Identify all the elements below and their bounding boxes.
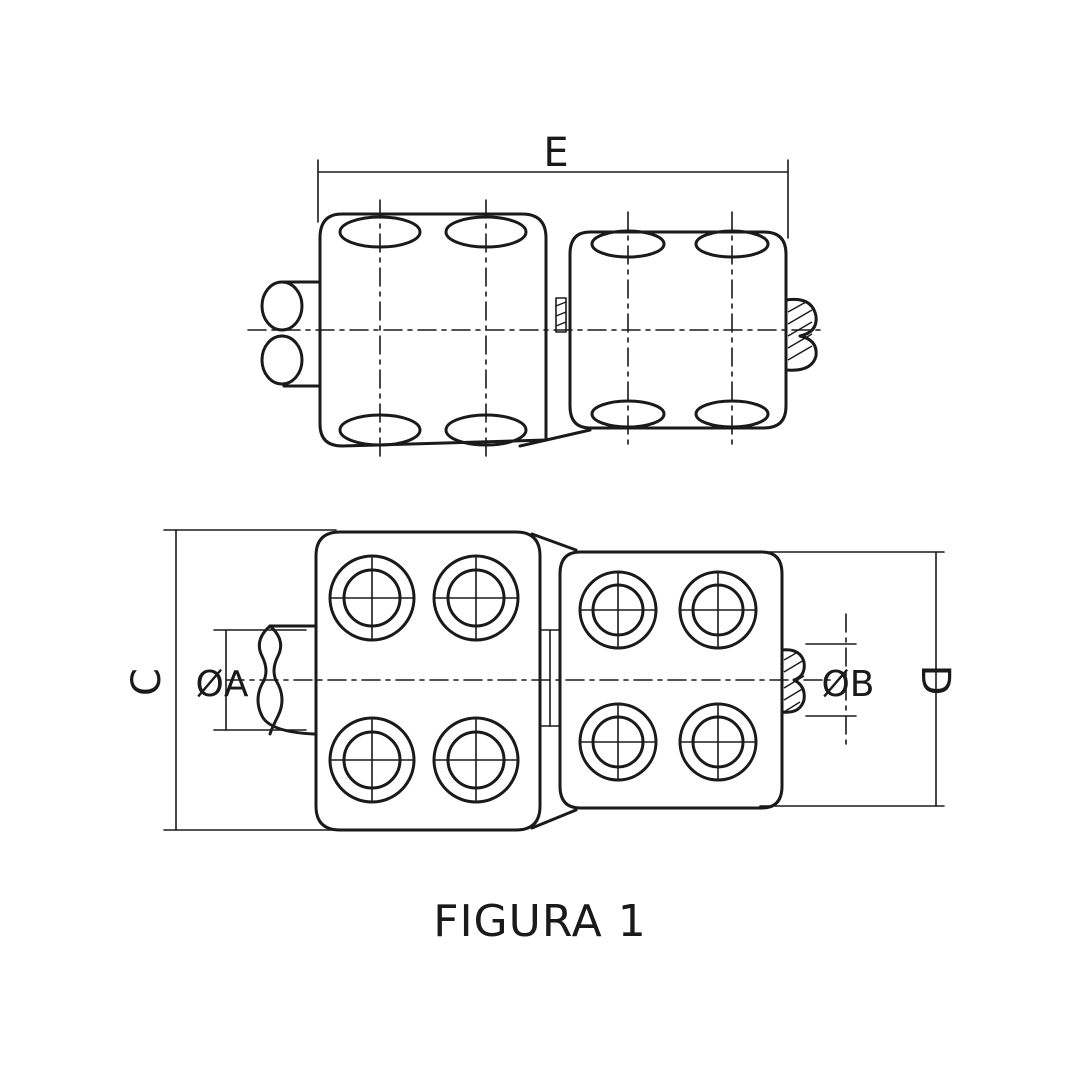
bolt-head-icon xyxy=(578,570,658,650)
bolt-head-icon xyxy=(578,702,658,782)
bolt-head-icon xyxy=(328,716,416,804)
left-body-side xyxy=(318,212,548,448)
bolt-head-icon xyxy=(678,702,758,782)
right-body-plan xyxy=(558,550,784,810)
dimension-e-label: E xyxy=(543,130,568,176)
bolt-head-icon xyxy=(432,554,520,642)
dimension-b-label: ØB xyxy=(821,664,874,705)
bolt-head-icon xyxy=(678,570,758,650)
right-body-side xyxy=(568,230,788,430)
left-body-plan xyxy=(314,530,542,832)
figure-caption: FIGURA 1 xyxy=(433,896,647,947)
top-view: E xyxy=(247,130,827,459)
bottom-view: C D ØA ØB xyxy=(124,529,958,832)
dimension-d-label: D xyxy=(912,665,958,696)
bolt-head-icon xyxy=(432,716,520,804)
dimension-a-label: ØA xyxy=(196,664,249,705)
bolt-head-icon xyxy=(328,554,416,642)
dimension-c-label: C xyxy=(124,668,170,696)
